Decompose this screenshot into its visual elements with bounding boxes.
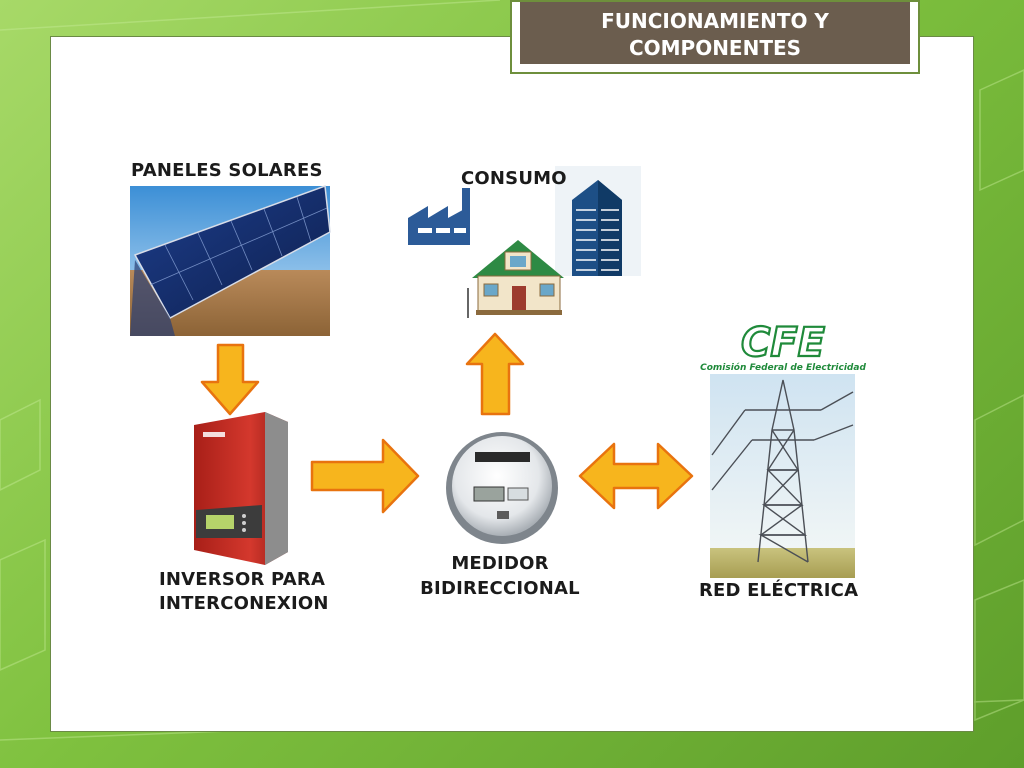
cfe-subtitle: Comisión Federal de Electricidad xyxy=(700,362,866,373)
meter-label-line-1: MEDIDOR xyxy=(451,553,549,574)
meter-label: MEDIDOR BIDIRECCIONAL xyxy=(412,551,588,601)
consumption-label: CONSUMO xyxy=(461,168,567,189)
arrow-inverter-to-meter xyxy=(310,438,420,514)
arrow-meter-grid-bidirectional xyxy=(578,442,694,510)
inverter-label-line-1: INVERSOR PARA xyxy=(159,569,326,590)
arrow-panels-to-inverter xyxy=(200,343,260,416)
title-line-1: FUNCIONAMIENTO Y xyxy=(601,9,829,33)
grid-image: CFE Comisión Federal de Electricidad xyxy=(700,319,866,578)
solar-panels-image xyxy=(130,184,331,336)
meter-image xyxy=(446,432,558,544)
meter-label-line-2: BIDIRECCIONAL xyxy=(420,578,580,599)
panels-label: PANELES SOLARES xyxy=(131,160,323,181)
factory-icon xyxy=(408,188,470,245)
arrow-meter-to-consumption xyxy=(465,332,525,416)
house-icon xyxy=(467,240,564,318)
cfe-logo: CFE xyxy=(741,320,825,366)
inverter-label: INVERSOR PARA INTERCONEXION xyxy=(159,568,329,616)
title-line-2: COMPONENTES xyxy=(628,36,802,60)
inverter-label-line-2: INTERCONEXION xyxy=(159,593,329,614)
inverter-image xyxy=(194,412,288,565)
page-title: FUNCIONAMIENTO Y COMPONENTES xyxy=(520,2,910,64)
building-icon xyxy=(572,180,622,276)
consumption-image xyxy=(408,166,641,318)
title-box: FUNCIONAMIENTO Y COMPONENTES xyxy=(510,0,920,74)
grid-label: RED ELÉCTRICA xyxy=(699,580,859,601)
power-tower-icon xyxy=(711,379,854,563)
